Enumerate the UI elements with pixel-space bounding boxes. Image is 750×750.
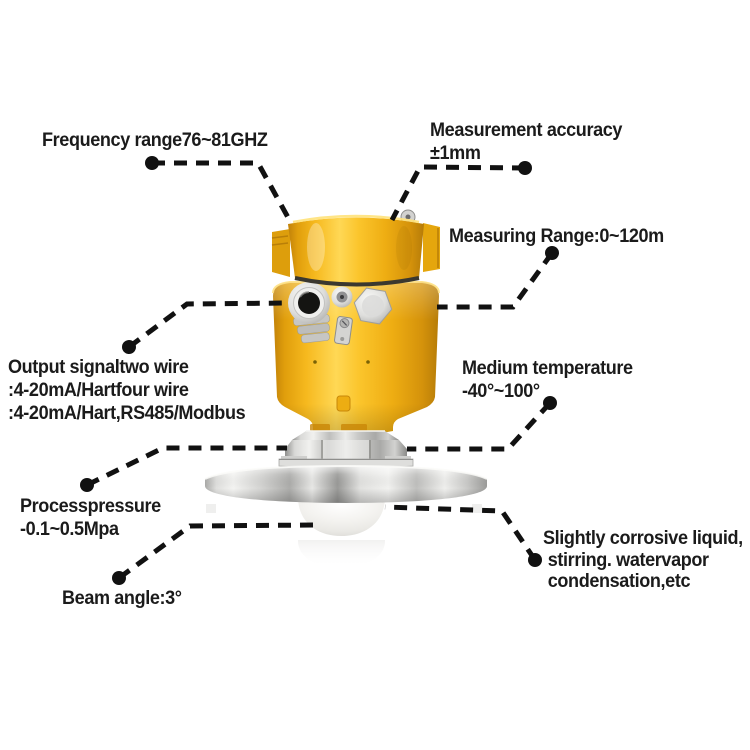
callout-text: :4-20mA/Hart,RS485/Modbus — [8, 403, 246, 424]
callout-process-pressure: Processpressure -0.1~0.5Mpa — [20, 495, 161, 541]
callout-text: Medium temperature — [462, 358, 633, 379]
callout-line-range — [437, 251, 555, 310]
lens-antenna — [298, 497, 385, 536]
callout-text: Measuring Range:0~120m — [449, 226, 664, 247]
callout-text: -0.1~0.5Mpa — [20, 519, 119, 540]
cone-tab — [336, 395, 351, 412]
callout-lines — [85, 160, 555, 581]
callout-dots — [80, 156, 559, 585]
name-tag — [334, 316, 353, 346]
o-ring-seam — [294, 276, 420, 287]
callout-text: Processpressure — [20, 496, 161, 517]
callout-applications: Slightly corrosive liquid, stirring. wat… — [543, 528, 743, 593]
callout-dot — [528, 553, 542, 567]
callout-line-beam — [117, 522, 316, 581]
callout-dot — [145, 156, 159, 170]
callout-dot — [122, 340, 136, 354]
callout-line-output — [127, 300, 289, 350]
callout-dot — [518, 161, 532, 175]
callout-text: ±1mm — [430, 143, 481, 164]
callout-accuracy: Measurement accuracy ±1mm — [430, 119, 622, 165]
hex-plug — [353, 287, 393, 325]
callout-line-medium — [407, 401, 552, 452]
ground-screw — [331, 286, 353, 308]
callout-text: Frequency range76~81GHZ — [42, 130, 268, 151]
callout-frequency: Frequency range76~81GHZ — [42, 129, 268, 152]
callout-text: :4-20mA/Hartfour wire — [8, 380, 189, 401]
callout-range: Measuring Range:0~120m — [449, 225, 664, 248]
callout-text: Measurement accuracy — [430, 120, 623, 141]
callout-text: condensation,etc — [547, 571, 691, 592]
process-connection — [204, 430, 488, 503]
callout-text: Beam angle:3° — [62, 588, 182, 609]
callout-dot — [80, 478, 94, 492]
callout-dot — [543, 396, 557, 410]
callout-line-frequency — [152, 160, 293, 223]
cable-gland — [288, 282, 330, 344]
callout-line-pressure — [85, 445, 287, 488]
callout-line-accuracy — [389, 164, 526, 222]
callout-text: Slightly corrosive liquid, — [543, 528, 743, 549]
callout-dot — [112, 571, 126, 585]
callout-dot — [545, 246, 559, 260]
floor-reflection — [206, 504, 482, 568]
callout-beam-angle: Beam angle:3° — [62, 587, 182, 610]
callout-text: stirring. watervapor — [547, 549, 709, 571]
callout-text: -40°~100° — [462, 381, 540, 402]
device-artwork — [204, 209, 488, 568]
device-cap — [271, 209, 440, 287]
callout-output-signal: Output signaltwo wire :4-20mA/Hartfour w… — [8, 356, 246, 425]
callout-line-corrosive — [384, 504, 538, 562]
callout-medium-temperature: Medium temperature -40°~100° — [462, 357, 633, 403]
callout-text: Output signaltwo wire — [8, 357, 189, 378]
